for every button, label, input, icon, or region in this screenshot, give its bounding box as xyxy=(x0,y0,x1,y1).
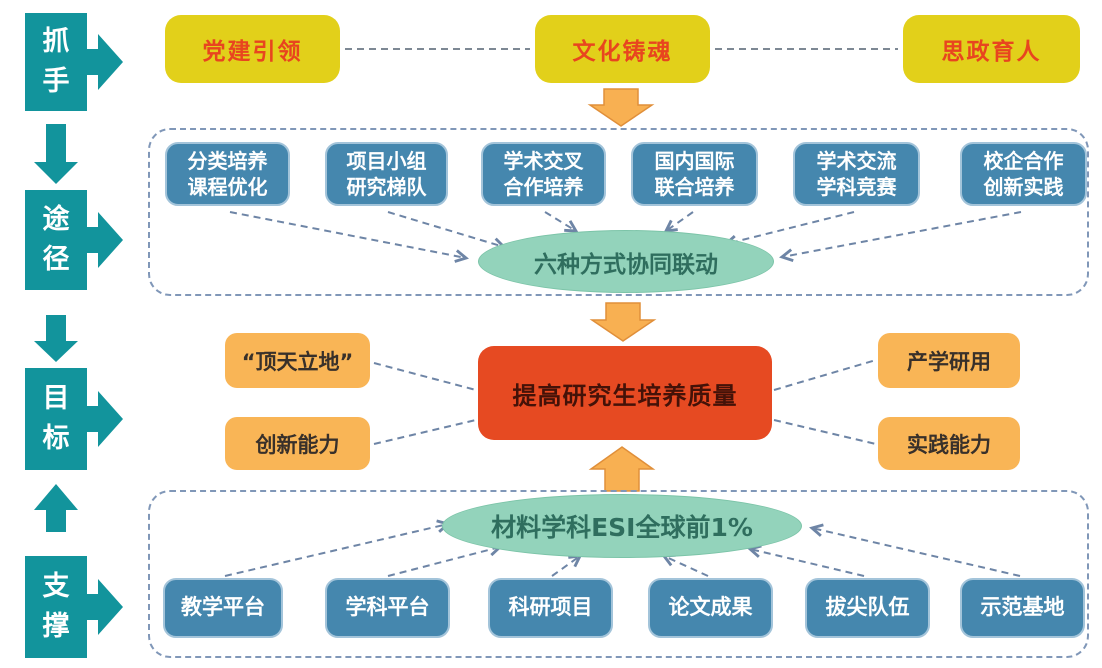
support-ellipse-label: 材料学科ESI全球前1% xyxy=(491,513,753,542)
pathway-box-3: 学术交叉 合作培养 xyxy=(481,142,606,206)
central-goal-box: 提高研究生培养质量 xyxy=(478,346,772,440)
pathways-section-border xyxy=(148,128,1089,296)
pathway-box-5: 学术交流 学科竞赛 xyxy=(793,142,920,206)
pathway-box-line2: 学科竞赛 xyxy=(816,175,897,199)
pathway-box-line2: 课程优化 xyxy=(187,175,268,199)
support-ellipse: 材料学科ESI全球前1% xyxy=(442,494,802,558)
flow-arrow-down-top xyxy=(587,88,655,127)
connector-goal-right-2 xyxy=(773,419,877,445)
goal-box-industry: 产学研用 xyxy=(878,333,1020,388)
rail-item-zhuashou: 抓手 xyxy=(25,13,87,111)
support-box-label: 示范基地 xyxy=(980,595,1065,620)
goal-box-label: “顶天立地” xyxy=(241,349,354,374)
rail-item-label: 目标 xyxy=(42,382,70,455)
goal-box-dingtianlidi: “顶天立地” xyxy=(225,333,370,388)
goal-box-label: 创新能力 xyxy=(255,432,340,457)
pathway-box-1: 分类培养 课程优化 xyxy=(165,142,290,206)
pathway-box-2: 项目小组 研究梯队 xyxy=(325,142,448,206)
rail-arrow-down-1 xyxy=(34,124,78,184)
connector-goal-right-1 xyxy=(773,359,877,391)
goal-box-label: 实践能力 xyxy=(907,432,991,457)
pathways-ellipse-label: 六种方式协同联动 xyxy=(534,251,718,278)
pathway-box-line1: 国内国际 xyxy=(654,148,735,173)
top-box-label: 思政育人 xyxy=(941,39,1042,65)
top-box-label: 党建引领 xyxy=(202,39,303,65)
pathway-box-line1: 分类培养 xyxy=(187,148,268,173)
rail-item-tujing: 途径 xyxy=(25,190,87,290)
support-box-label: 拔尖队伍 xyxy=(825,595,910,620)
pathway-box-4: 国内国际 联合培养 xyxy=(631,142,758,206)
goal-box-practice: 实践能力 xyxy=(878,417,1020,470)
connector-goal-left-2 xyxy=(373,419,477,445)
rail-item-label: 抓手 xyxy=(42,25,70,98)
rail-item-zhicheng: 支撑 xyxy=(25,556,87,658)
rail-arrow-right-1 xyxy=(87,34,123,90)
pathway-box-6: 校企合作 创新实践 xyxy=(960,142,1087,206)
goal-box-innovation: 创新能力 xyxy=(225,417,370,470)
rail-arrow-right-2 xyxy=(87,212,123,268)
top-box-label: 文化铸魂 xyxy=(572,39,673,65)
pathway-box-line1: 项目小组 xyxy=(346,148,427,173)
pathway-box-line2: 联合培养 xyxy=(654,175,735,199)
pathway-box-line2: 合作培养 xyxy=(503,175,584,199)
support-box-4: 论文成果 xyxy=(648,578,773,638)
flow-arrow-down-middle xyxy=(589,302,657,342)
rail-arrow-down-2 xyxy=(34,315,78,362)
pathway-box-line2: 研究梯队 xyxy=(346,175,427,199)
pathway-box-line1: 学术交流 xyxy=(816,148,897,173)
support-box-5: 拔尖队伍 xyxy=(805,578,930,638)
support-box-label: 学科平台 xyxy=(345,595,430,620)
pathway-box-line1: 校企合作 xyxy=(983,148,1064,173)
rail-arrow-up-1 xyxy=(34,484,78,532)
support-box-label: 科研项目 xyxy=(508,595,593,620)
goal-box-label: 产学研用 xyxy=(907,349,991,374)
top-box-party-building: 党建引领 xyxy=(165,15,340,83)
support-box-2: 学科平台 xyxy=(325,578,450,638)
central-goal-label: 提高研究生培养质量 xyxy=(512,381,738,410)
pathway-box-line2: 创新实践 xyxy=(983,175,1064,199)
top-box-ideology: 思政育人 xyxy=(903,15,1080,83)
flow-arrow-up-support xyxy=(588,446,656,492)
support-box-3: 科研项目 xyxy=(488,578,613,638)
support-box-label: 论文成果 xyxy=(668,595,753,620)
rail-item-label: 途径 xyxy=(42,203,70,276)
pathways-ellipse: 六种方式协同联动 xyxy=(478,230,774,293)
support-section-border xyxy=(148,490,1089,658)
support-box-1: 教学平台 xyxy=(163,578,283,638)
rail-item-mubiao: 目标 xyxy=(25,368,87,470)
connector-goal-left-1 xyxy=(373,362,477,391)
rail-item-label: 支撑 xyxy=(42,570,70,643)
support-box-label: 教学平台 xyxy=(181,595,265,620)
rail-arrow-right-4 xyxy=(87,579,123,635)
support-box-6: 示范基地 xyxy=(960,578,1085,638)
rail-arrow-right-3 xyxy=(87,391,123,447)
top-box-culture: 文化铸魂 xyxy=(535,15,710,83)
pathway-box-line1: 学术交叉 xyxy=(503,148,584,173)
